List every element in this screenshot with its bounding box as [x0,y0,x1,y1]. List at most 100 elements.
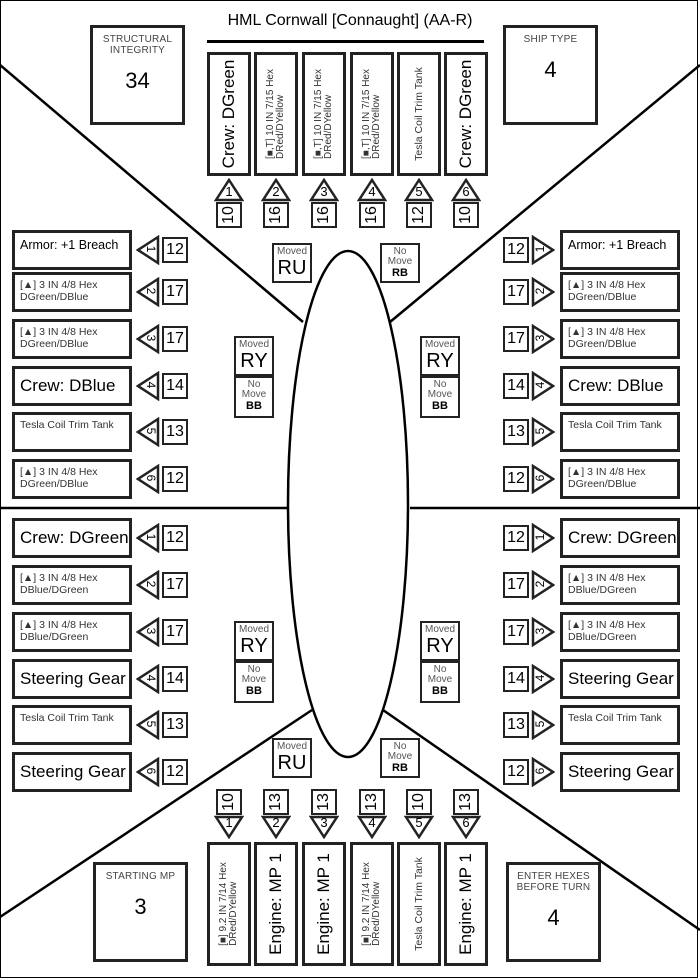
port_aft-system-box[interactable]: [▲] 3 IN 4/8 Hex DBlue/DGreen [12,565,132,605]
starboard_fore-damage-value[interactable]: 17 [503,326,529,352]
starboard_aft-system-box[interactable]: [▲] 3 IN 4/8 Hex DBlue/DGreen [560,565,680,605]
stern-damage-value[interactable]: 13 [453,789,479,815]
triangle-marker-icon [531,416,556,448]
starboard_aft-system-box[interactable]: Steering Gear [560,752,680,792]
stern-damage-value[interactable]: 10 [216,789,242,815]
starboard_fore-damage-value[interactable]: 12 [503,237,529,263]
port_fore-system-box[interactable]: Armor: +1 Breach [12,230,132,270]
bow-damage-value[interactable]: 12 [406,202,432,228]
starboard_aft-slot-number: 2 [533,580,547,588]
starboard_fore-slot-arrow: 5 [531,416,556,448]
stern-damage-value[interactable]: 10 [406,789,432,815]
port_fore-system-box[interactable]: [▲] 3 IN 4/8 Hex DGreen/DBlue [12,459,132,499]
port_aft-system-box[interactable]: Tesla Coil Trim Tank [12,705,132,745]
port_fore-damage-value[interactable]: 14 [162,373,188,399]
bow-damage-value[interactable]: 16 [359,202,385,228]
stern-system-box[interactable]: Tesla Coil Trim Tank [397,842,441,966]
port_aft-system-box[interactable]: Crew: DGreen [12,518,132,558]
port_aft-damage-value[interactable]: 17 [162,572,188,598]
status-label: No Move [427,664,453,685]
port_fore-damage-value[interactable]: 12 [162,466,188,492]
triangle-marker-icon [135,569,160,601]
stern-system-box[interactable]: [■] 9.2 IN 7/14 Hex DRed/DYellow [207,842,251,966]
starboard_fore-system-box[interactable]: [▲] 3 IN 4/8 Hex DGreen/DBlue [560,319,680,359]
bow-system-box[interactable]: Tesla Coil Trim Tank [397,52,441,176]
port_fore-damage-value[interactable]: 17 [162,326,188,352]
starboard_aft-damage-value[interactable]: 13 [503,712,529,738]
port_aft-damage-value[interactable]: 14 [162,666,188,692]
port_aft-system-box[interactable]: Steering Gear [12,659,132,699]
bow-system-box[interactable]: Crew: DGreen [207,52,251,176]
stern-damage-value[interactable]: 13 [311,789,337,815]
starboard_aft-system-box[interactable]: Tesla Coil Trim Tank [560,705,680,745]
bow-system-box[interactable]: [■,T] 10 IN 7/15 Hex DRed/DYellow [350,52,394,176]
stern-system-box[interactable]: Engine: MP 1 [302,842,346,966]
bow-damage-value[interactable]: 10 [453,202,479,228]
triangle-marker-icon [531,370,556,402]
starboard_aft-slot-number: 3 [533,627,547,635]
starboard_fore-damage-value[interactable]: 14 [503,373,529,399]
port_aft-damage-value[interactable]: 12 [162,525,188,551]
port_fore-system-box[interactable]: Crew: DBlue [12,366,132,406]
starboard_aft-damage-value[interactable]: 14 [503,666,529,692]
port_aft-system-box[interactable]: Steering Gear [12,752,132,792]
starboard_fore-damage-value[interactable]: 12 [503,466,529,492]
status-label: No Move [427,379,453,400]
stern-damage-value[interactable]: 13 [359,789,385,815]
starboard_aft-system-box[interactable]: Steering Gear [560,659,680,699]
port_aft-damage-value[interactable]: 13 [162,712,188,738]
starboard_fore-system-box[interactable]: Armor: +1 Breach [560,230,680,270]
port_fore-damage-value[interactable]: 17 [162,279,188,305]
starboard_aft-damage-value[interactable]: 12 [503,759,529,785]
stern-system-box[interactable]: [■] 9.2 IN 7/14 Hex DRed/DYellow [350,842,394,966]
starboard_aft-system-box[interactable]: [▲] 3 IN 4/8 Hex DBlue/DGreen [560,612,680,652]
bow-system-text: [■,T] 10 IN 7/15 Hex DRed/DYellow [361,69,382,159]
stern-system-box[interactable]: Engine: MP 1 [444,842,488,966]
starboard_aft-slot-arrow: 1 [531,522,556,554]
bow-damage-value[interactable]: 16 [263,202,289,228]
stern-damage-value[interactable]: 13 [263,789,289,815]
starboard_fore-system-box[interactable]: Tesla Coil Trim Tank [560,412,680,452]
starboard_aft-damage-value[interactable]: 17 [503,572,529,598]
bow-system-box[interactable]: [■,T] 10 IN 7/15 Hex DRed/DYellow [302,52,346,176]
status-code: RB [392,762,408,774]
port_aft-system-box[interactable]: [▲] 3 IN 4/8 Hex DBlue/DGreen [12,612,132,652]
starboard_aft-damage-value[interactable]: 12 [503,525,529,551]
triangle-marker-icon [135,416,160,448]
starboard_fore-damage-value[interactable]: 17 [503,279,529,305]
port_fore-system-box[interactable]: Tesla Coil Trim Tank [12,412,132,452]
port_fore-damage-value[interactable]: 12 [162,237,188,263]
triangle-marker-icon [531,663,556,695]
port_fore-damage-value[interactable]: 13 [162,419,188,445]
starboard_aft-system-box[interactable]: Crew: DGreen [560,518,680,558]
port_aft-damage-value[interactable]: 17 [162,619,188,645]
bow-system-box[interactable]: Crew: DGreen [444,52,488,176]
stern-system-box[interactable]: Engine: MP 1 [254,842,298,966]
stern-system-text: Tesla Coil Trim Tank [413,857,425,951]
bow-damage-value[interactable]: 10 [216,202,242,228]
bow-damage-value[interactable]: 16 [311,202,337,228]
starboard_fore-system-box[interactable]: [▲] 3 IN 4/8 Hex DGreen/DBlue [560,272,680,312]
port_aft-damage-value[interactable]: 12 [162,759,188,785]
port_fore-system-box[interactable]: [▲] 3 IN 4/8 Hex DGreen/DBlue [12,272,132,312]
starboard_fore-damage-value[interactable]: 13 [503,419,529,445]
triangle-marker-icon [531,234,556,266]
bow-system-box[interactable]: [■,T] 10 IN 7/15 Hex DRed/DYellow [254,52,298,176]
starboard_aft-damage-value[interactable]: 17 [503,619,529,645]
port_fore-system-box[interactable]: [▲] 3 IN 4/8 Hex DGreen/DBlue [12,319,132,359]
port_aft-slot-arrow: 1 [135,522,160,554]
starboard_fore-system-box[interactable]: Crew: DBlue [560,366,680,406]
starboard_fore-system-box[interactable]: [▲] 3 IN 4/8 Hex DGreen/DBlue [560,459,680,499]
